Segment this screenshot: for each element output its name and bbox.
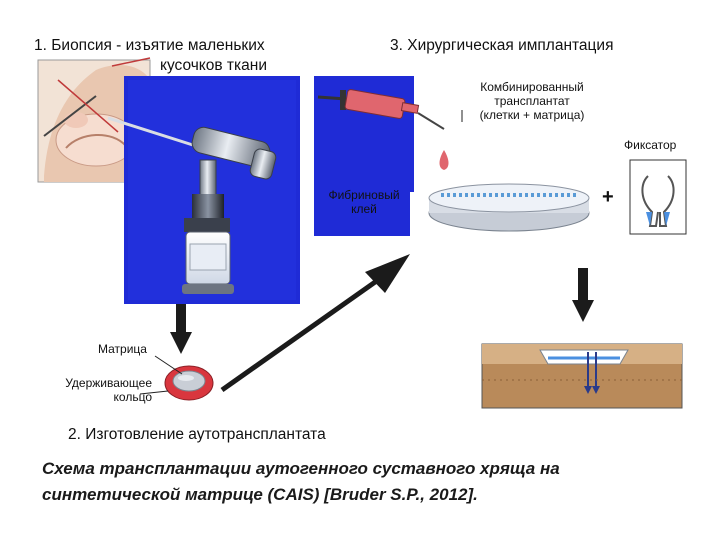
instrument-panel xyxy=(107,76,300,304)
label-combined-graft-line3: (клетки + матрица) xyxy=(479,108,585,122)
biopsy-handpiece xyxy=(191,126,277,197)
ring-pointer xyxy=(139,390,169,395)
graft-disc xyxy=(428,183,590,232)
plus-sign: + xyxy=(602,186,614,208)
label-fibrin-glue-line1: Фибриновый xyxy=(328,188,400,202)
glue-drop xyxy=(439,150,449,170)
figure-caption: Схема трансплантации аутогенного суставн… xyxy=(42,456,682,508)
step-biopsy-line1: 1. Биопсия - изъятие маленьких xyxy=(34,37,265,54)
label-fibrin-glue-line2: клей xyxy=(351,202,377,216)
label-fibrin-glue: Фибриновый клей xyxy=(318,188,410,216)
matrix-ring xyxy=(164,365,214,401)
step-biopsy-line2: кусочков ткани xyxy=(160,57,267,74)
step-implantation: 3. Хирургическая имплантация xyxy=(390,37,614,54)
step-fabrication: 2. Изготовление аутотрансплантата xyxy=(68,426,326,443)
fixator-image xyxy=(629,159,687,235)
label-holding-ring: Удерживающее кольцо xyxy=(30,376,152,404)
label-combined-graft: Комбинированный трансплантат (клетки + м… xyxy=(466,80,598,122)
caption-line1: Схема трансплантации аутогенного суставн… xyxy=(42,459,560,478)
label-holding-ring-line2: кольцо xyxy=(113,390,152,404)
matrix-pointer xyxy=(154,355,183,375)
arrow-down-right xyxy=(572,268,594,322)
label-combined-graft-line2: трансплантат xyxy=(494,94,570,108)
label-matrix: Матрица xyxy=(98,342,147,356)
arrow-down-left xyxy=(170,304,192,354)
arrow-diagonal xyxy=(220,254,410,393)
implant-cross-section xyxy=(481,343,683,409)
label-fixator: Фиксатор xyxy=(624,138,677,152)
label-holding-ring-line1: Удерживающее xyxy=(65,376,152,390)
tissue-collector xyxy=(182,194,234,294)
label-combined-graft-line1: Комбинированный xyxy=(480,80,584,94)
syringe xyxy=(317,89,445,130)
caption-line2: синтетической матрице (CAIS) [Bruder S.P… xyxy=(42,485,478,504)
